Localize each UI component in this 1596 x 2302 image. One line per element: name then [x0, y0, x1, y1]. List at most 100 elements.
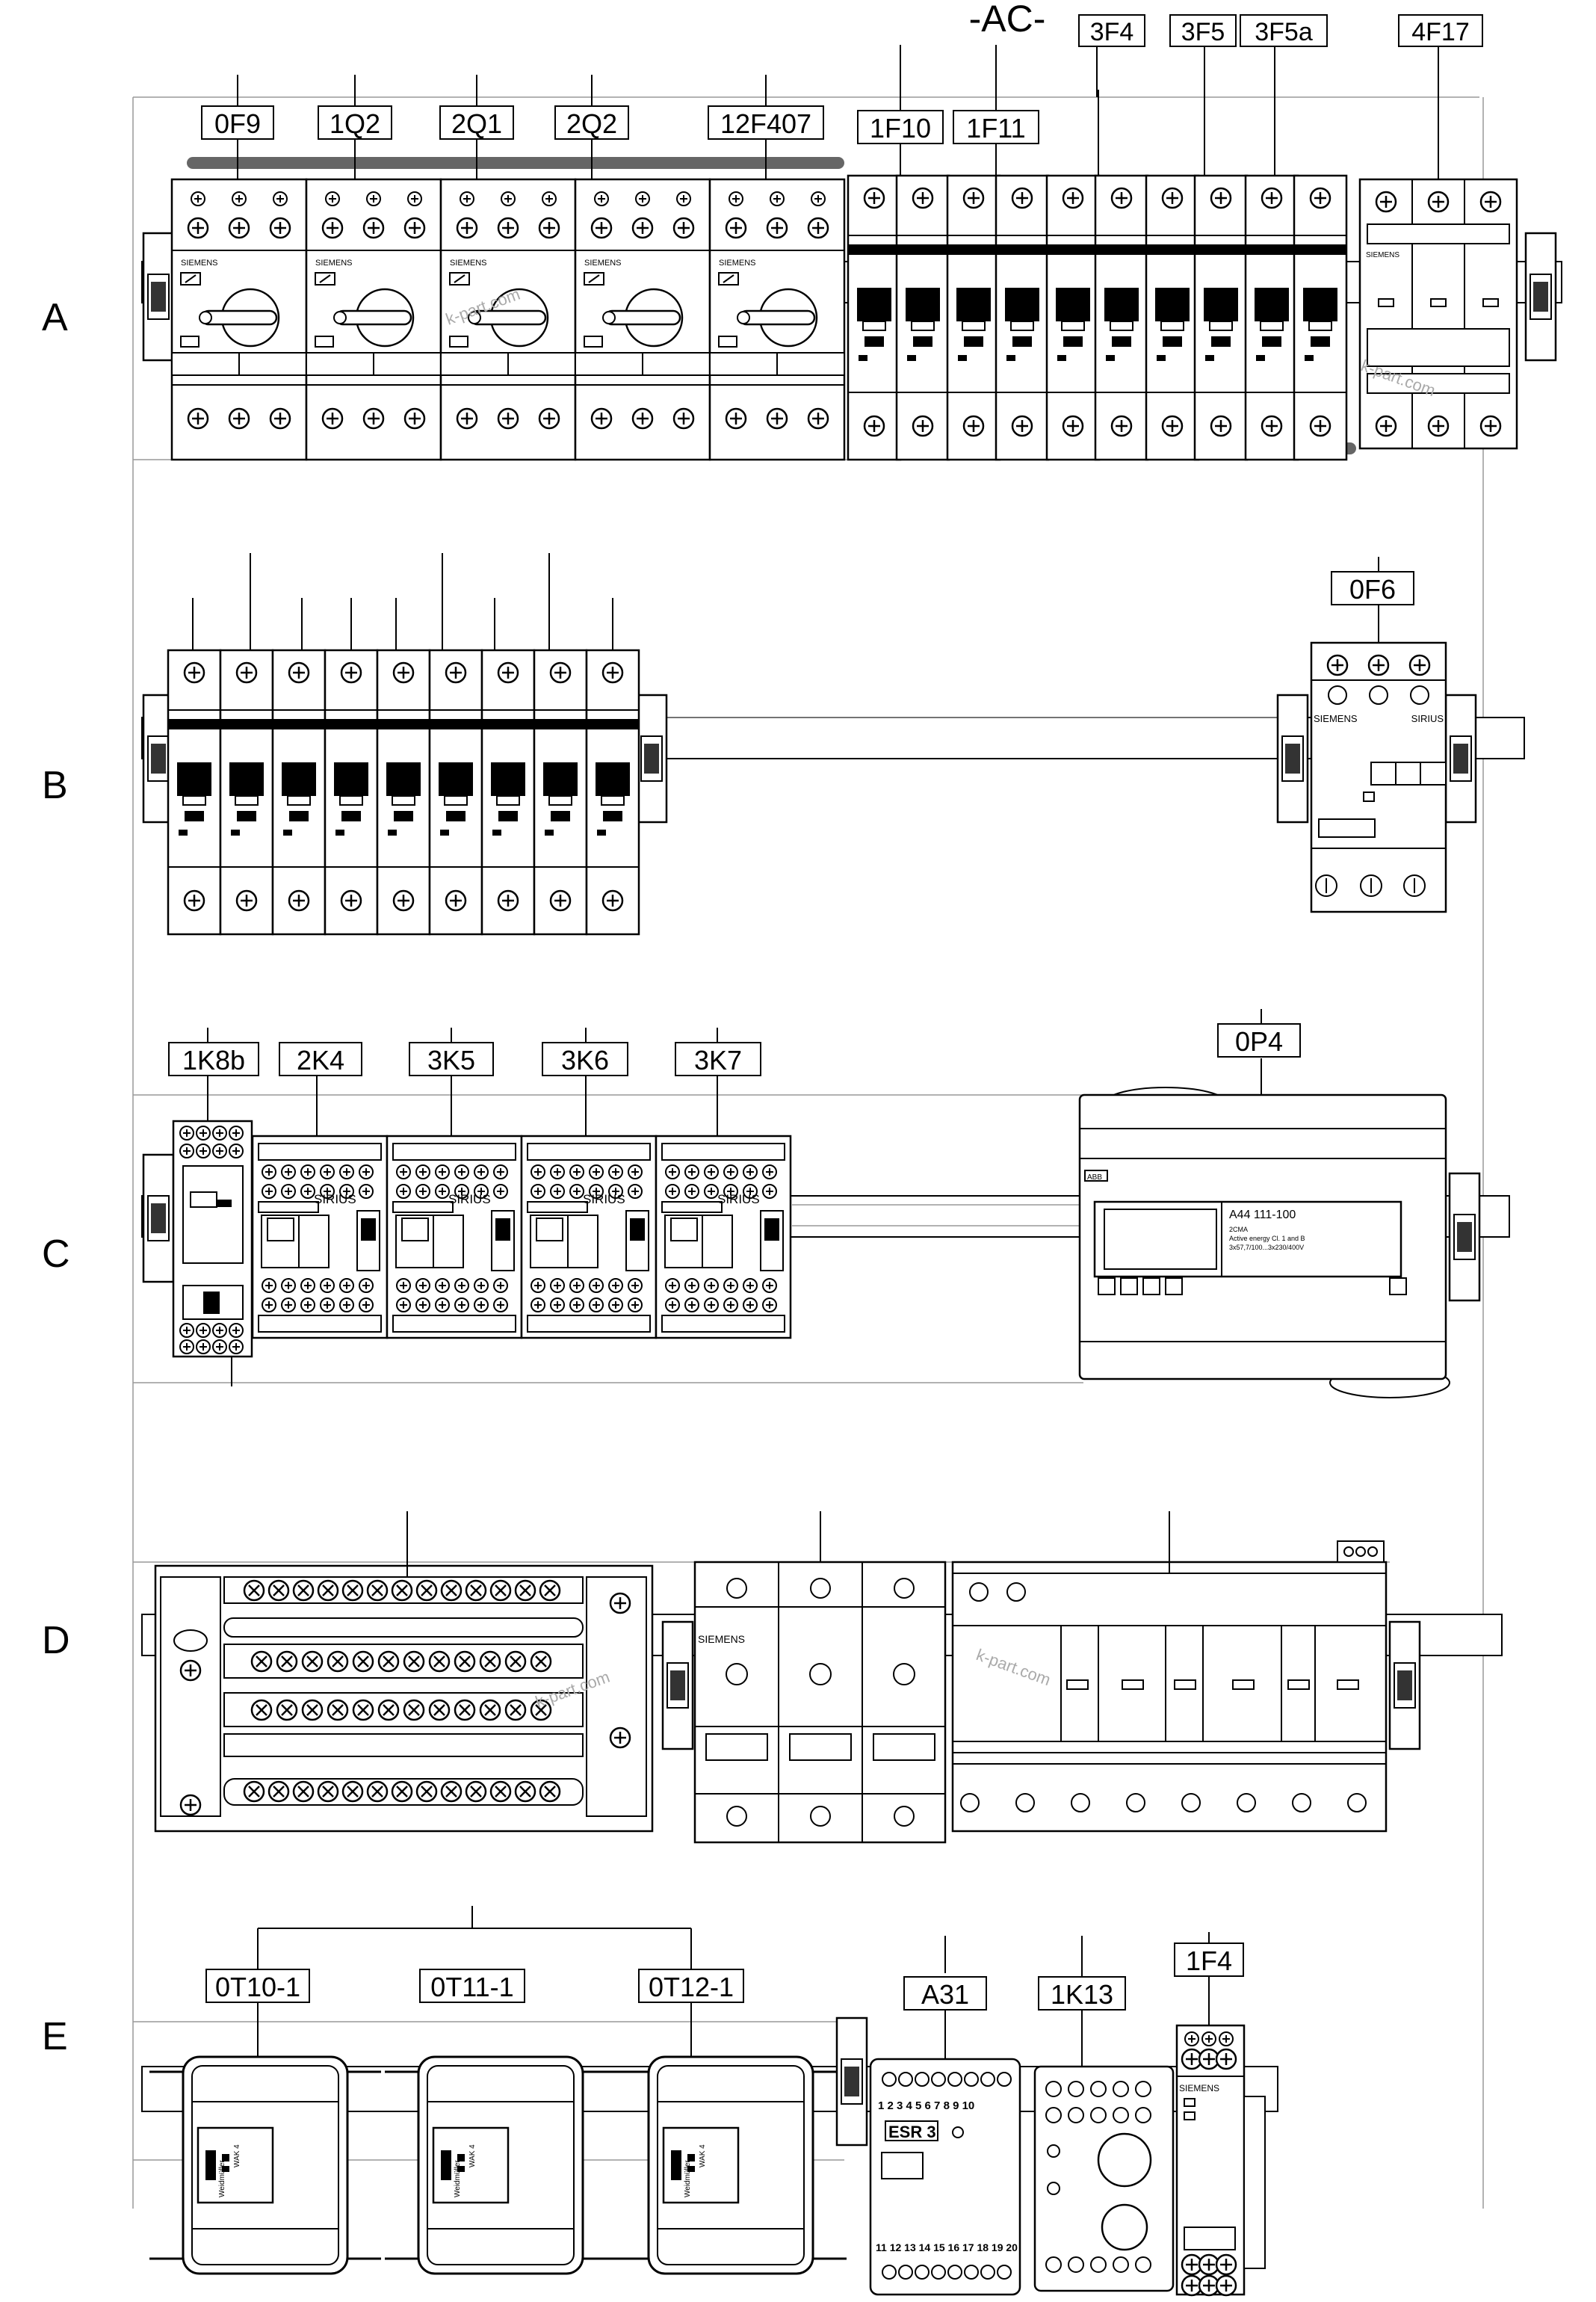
tag-3F4-text: 3F4: [1090, 18, 1134, 46]
fuse-switch-siemens: SIEMENS: [698, 1633, 745, 1645]
mcb-a-10: [1294, 176, 1346, 460]
row-label-a: A: [42, 296, 68, 339]
mcb-a-7: [1146, 176, 1198, 460]
row-label-d: D: [42, 1619, 70, 1662]
relay-3K6-sirius: SIRIUS: [583, 1192, 625, 1206]
tag-2Q1: 2Q1: [439, 105, 514, 140]
esr-top-terminals: 1 2 3 4 5 6 7 8 9 10: [878, 2099, 974, 2112]
tag-3K5: 3K5: [409, 1042, 494, 1076]
mcb-a-6: [1095, 176, 1148, 460]
row-a: SIEMENS 0F9: [141, 14, 1562, 460]
mcb-a-9: [1246, 176, 1298, 460]
safety-relay-A31: 1 2 3 4 5 6 7 8 9 10 ESR 3 11 12 13 14 1…: [869, 2058, 1021, 2296]
tag-1K8b: 1K8b: [168, 1042, 259, 1076]
tag-3K7: 3K7: [675, 1042, 761, 1076]
busbar-a-top: [187, 157, 844, 169]
rail-clip-left-e: [835, 2016, 868, 2147]
tag-1K13-text: 1K13: [1051, 1979, 1113, 2010]
mcb-a-4: [996, 176, 1048, 460]
rail-clip-right-b2: [1444, 694, 1477, 824]
tag-3F4: 3F4: [1078, 14, 1145, 47]
tag-1Q2: 1Q2: [318, 105, 392, 140]
meter-brand: ABB: [1087, 1173, 1102, 1182]
contactor-0F6: SIEMENS SIRIUS: [1310, 641, 1447, 913]
tag-0T12-1-text: 0T12-1: [649, 1972, 734, 2002]
mcb-b-9: [587, 650, 639, 934]
tag-0F6-text: 0F6: [1349, 574, 1396, 605]
mcb-a-2: [897, 176, 949, 460]
tag-2K4: 2K4: [279, 1042, 362, 1076]
rail-clip-right-b1: [1276, 694, 1309, 824]
mcb-b-1: [168, 650, 220, 934]
rail-clip-left-d2: [661, 1620, 694, 1750]
header-label: -AC-: [969, 0, 1046, 40]
relay-3K7: [656, 1136, 791, 1338]
timer-relay-1K13: [1033, 2065, 1175, 2292]
tag-3F5a-text: 3F5a: [1255, 18, 1313, 46]
row-label-e: E: [42, 2015, 68, 2058]
tag-1F11: 1F11: [953, 110, 1039, 144]
motor-protection-1Q2: [306, 179, 441, 460]
tag-2Q1-text: 2Q1: [451, 108, 502, 139]
rail-clip-mid-b: [635, 694, 668, 824]
tag-1F10: 1F10: [857, 110, 944, 144]
tag-12F407: 12F407: [708, 105, 824, 140]
esr-bottom-terminals: 11 12 13 14 15 16 17 18 19 20: [876, 2241, 1018, 2253]
mcb-b-2: [220, 650, 273, 934]
relay-3K5: [387, 1136, 522, 1338]
surge-protective-device: [951, 1540, 1388, 1833]
rail-clip-left-a: [142, 232, 175, 362]
row-d: SIEMENS: [141, 1511, 1503, 1844]
relay-3K5-sirius: SIRIUS: [448, 1192, 491, 1206]
tag-0P4: 0P4: [1217, 1009, 1301, 1095]
tag-1K13: 1K13: [1038, 1976, 1126, 2011]
mcb-a-3: [947, 176, 1000, 460]
transformer-0T12-1-model: WAK 4: [699, 2144, 707, 2167]
transformer-0T10-1: [148, 2055, 383, 2275]
tag-3K7-text: 3K7: [694, 1045, 742, 1076]
mcb-b-7: [482, 650, 534, 934]
tag-4F17: 4F17: [1398, 14, 1483, 47]
tag-3F5-text: 3F5: [1181, 18, 1225, 46]
row-label-b: B: [42, 764, 68, 807]
row-c: SIRIUS SIRIUS SIRIUS SIRIUS 1K8b 2K4 3K5: [133, 1009, 1510, 1398]
rail-clip-right-c: [1448, 1172, 1481, 1302]
tag-0T12-1: 0T12-1: [638, 1969, 744, 2003]
relay-3K7-sirius: SIRIUS: [717, 1192, 760, 1206]
tag-1K8b-text: 1K8b: [182, 1045, 245, 1076]
contactor-siemens-label: SIEMENS: [1314, 713, 1358, 724]
transformer-0T12-1-brand: Weidmüller: [684, 2160, 692, 2197]
tag-0F9-text: 0F9: [214, 108, 261, 139]
tag-0T10-1-text: 0T10-1: [215, 1972, 300, 2002]
relay-1K8b: [172, 1120, 253, 1386]
monitoring-relay-siemens: SIEMENS: [1179, 2083, 1219, 2093]
rail-clip-right-d: [1388, 1620, 1421, 1750]
mcb-b-5: [377, 650, 430, 934]
tag-0T11-1: 0T11-1: [419, 1969, 525, 2003]
relay-2K4-sirius: SIRIUS: [314, 1192, 356, 1206]
tag-0T11-1-text: 0T11-1: [430, 1972, 513, 2002]
mcb-b-3: [273, 650, 325, 934]
transformer-0T10-1-brand: Weidmüller: [218, 2160, 226, 2197]
row-b: SIEMENS SIRIUS 0F6: [141, 553, 1525, 934]
tag-A31: A31: [903, 1976, 987, 2011]
tag-4F17-text: 4F17: [1411, 18, 1470, 46]
meter-model: A44 111-100: [1229, 1209, 1296, 1221]
monitoring-relay-1F4: SIEMENS: [1175, 2024, 1266, 2297]
tag-3F5: 3F5: [1169, 14, 1237, 47]
motor-protection-2Q2: [575, 179, 710, 460]
rail-clip-right-a: [1524, 232, 1557, 362]
mcb-b-8: [534, 650, 587, 934]
meter-line2: Active energy Cl. 1 and B: [1229, 1235, 1305, 1242]
energy-meter-0P4: ABB A44 111-100 2CMA Active energy Cl. 1…: [1078, 1087, 1450, 1398]
motor-protection-0F9: [172, 179, 306, 460]
tag-A31-text: A31: [921, 1979, 969, 2010]
tag-1Q2-text: 1Q2: [330, 108, 380, 139]
tag-1F4: 1F4: [1174, 1942, 1244, 1977]
tag-0T10-1: 0T10-1: [205, 1969, 310, 2003]
row-e: Weidmüller WAK 4 Weidmüller WAK 4 Weidmü…: [133, 1906, 1278, 2297]
svg-text:SIEMENS: SIEMENS: [1366, 251, 1399, 259]
tag-2K4-text: 2K4: [297, 1045, 344, 1076]
row-label-c: C: [42, 1232, 70, 1276]
